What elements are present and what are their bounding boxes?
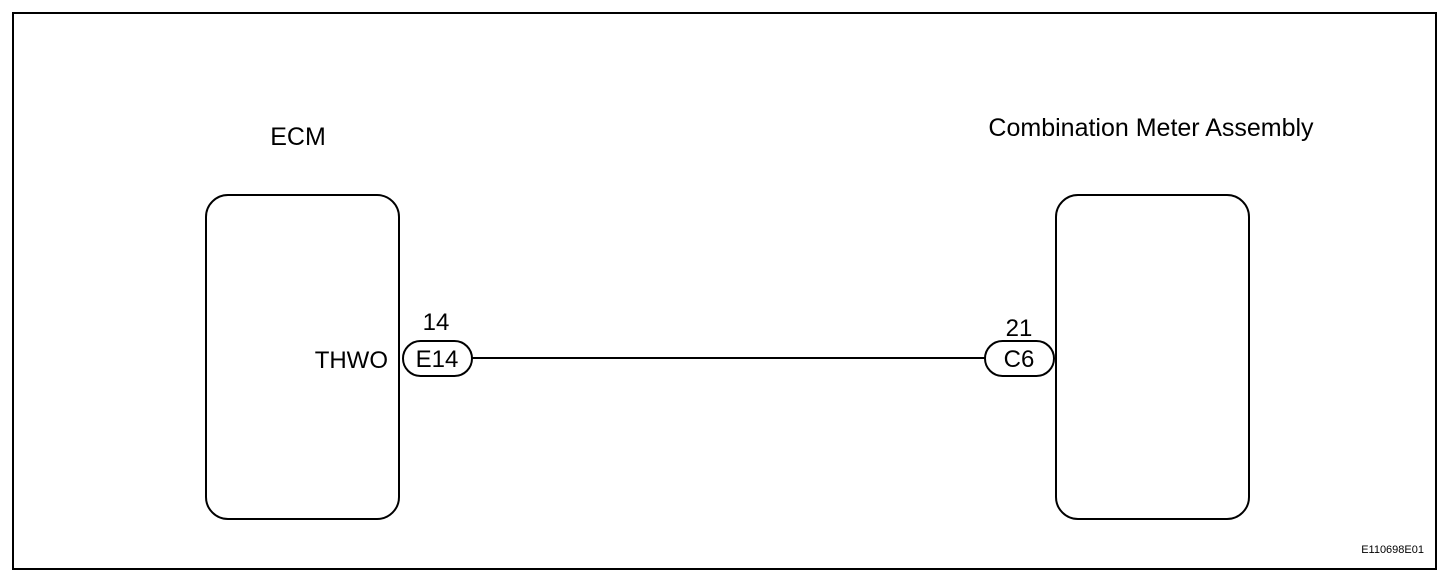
ecm-pin-number: 14 (423, 309, 450, 336)
combination-meter-box (1055, 194, 1250, 520)
ecm-title: ECM (270, 123, 326, 151)
combination-meter-title: Combination Meter Assembly (988, 114, 1314, 142)
combination-meter-pin-number: 21 (1006, 315, 1033, 342)
diagram-frame (12, 12, 1437, 570)
combination-meter-connector-label: C6 (1004, 346, 1035, 373)
ecm-terminal-label: THWO (315, 347, 388, 374)
ecm-box (205, 194, 400, 520)
figure-id: E110698E01 (1361, 544, 1424, 556)
ecm-connector-label: E14 (416, 346, 459, 373)
combination-meter-connector-badge (984, 340, 1055, 377)
